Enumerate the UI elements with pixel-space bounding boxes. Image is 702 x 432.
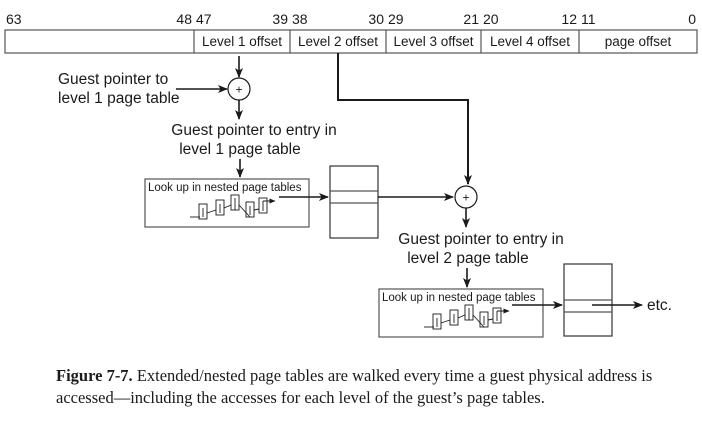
nested-lookup-outline [378,288,544,338]
field-page-offset: page offset [605,34,672,49]
bit-label-12: 12 [561,11,577,27]
entry-l2-line2: level 2 page table [407,250,529,267]
nested-lookup-box-1: Look up in nested page tables [144,178,310,228]
field-level-4-offset: Level 4 offset [490,34,570,49]
bit-label-48: 48 [176,11,192,27]
guest-pointer-l1-line1: Guest pointer to [58,71,168,88]
entry-l2-line1: Guest pointer to entry in [398,231,563,248]
entry-l1-line2: level 1 page table [179,141,301,158]
level-2-page-table [563,263,613,337]
bit-label-63: 63 [6,11,22,27]
nested-walk-icon [424,304,509,330]
bit-label-38: 38 [292,11,308,27]
caption-text: Extended/nested page tables are walked e… [56,366,653,407]
virtual-address-register: Level 1 offset Level 2 offset Level 3 of… [4,29,698,54]
bit-label-39: 39 [272,11,288,27]
etc-label: etc. [647,297,672,314]
adder-1: + [227,77,251,101]
plus-icon: + [235,83,242,97]
level-1-page-table [329,165,379,239]
nested-walk-icon [190,194,275,220]
figure-caption: Figure 7-7. Extended/nested page tables … [56,365,676,408]
bit-label-30: 30 [368,11,384,27]
bit-label-47: 47 [196,11,212,27]
bit-label-11: 11 [581,11,596,27]
plus-icon: + [462,191,469,205]
field-level-2-offset: Level 2 offset [298,34,378,49]
field-level-3-offset: Level 3 offset [393,34,473,49]
page-table-walk-diagram: 63 48 47 39 38 30 29 21 20 12 11 0 Level… [4,11,698,338]
field-level-1-offset: Level 1 offset [202,34,282,49]
bit-label-0: 0 [688,11,696,27]
nested-lookup-outline [144,178,310,228]
bit-label-21: 21 [463,11,479,27]
register-outline [4,29,698,54]
guest-pointer-l1-line2: level 1 page table [58,90,180,107]
arrow-level2-to-adder2 [337,53,472,185]
bit-number-labels: 63 48 47 39 38 30 29 21 20 12 11 0 [6,11,696,27]
figure-number: Figure 7-7. [56,366,133,385]
adder-2: + [454,185,478,209]
nested-lookup-label: Look up in nested page tables [382,292,536,304]
nested-lookup-label: Look up in nested page tables [148,182,302,194]
entry-l1-line1: Guest pointer to entry in [171,122,336,139]
bit-label-20: 20 [483,11,499,27]
page-table-outline [329,165,379,239]
bit-label-29: 29 [388,11,404,27]
nested-lookup-box-2: Look up in nested page tables [378,288,544,338]
